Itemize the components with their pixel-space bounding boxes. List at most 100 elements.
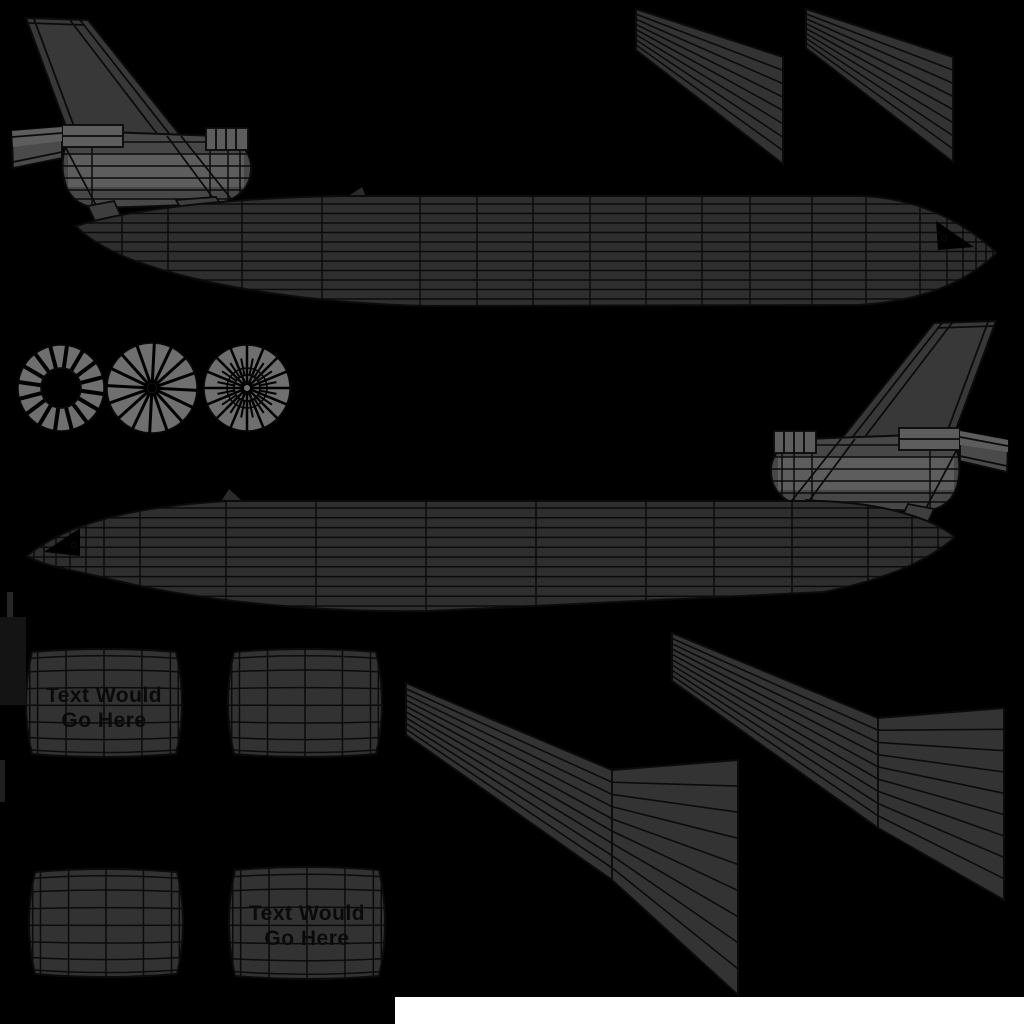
fan-blade-gap [131, 391, 152, 430]
fan-blade-gap [120, 353, 150, 386]
stab-rib-line [635, 13, 784, 72]
engine-fan-spinner-cone [203, 344, 291, 432]
panel-stringer-line [26, 748, 182, 754]
stab-skin [635, 7, 784, 167]
fan-blade-gap [248, 389, 279, 420]
fan-blade-gap [71, 402, 89, 424]
uv-sliver-2 [0, 617, 26, 705]
footer-white-strip [395, 997, 1024, 1024]
panel-stringer-line [29, 889, 183, 893]
fan-blade-gap [33, 352, 51, 374]
fan-blade-gap [37, 404, 53, 427]
panel-stringer-line [228, 655, 382, 660]
stub-seam-r2 [959, 455, 1008, 467]
panel-stringer-line [29, 956, 183, 961]
fan-blade-gap [221, 370, 238, 383]
stab-rib-line [805, 37, 954, 137]
fan-blade-gap [248, 358, 254, 377]
fan-blade-gap [69, 349, 85, 372]
fan-blade-gap [229, 347, 248, 386]
nacelle-decal-line-1: Text Would [249, 902, 365, 925]
fan-blade-gap [106, 384, 148, 390]
fan-blade-gap [217, 389, 236, 395]
nacelle-decal-line-1: Text Would [46, 684, 162, 707]
fan-blade-gap [252, 397, 265, 414]
fan-blade-gap [258, 389, 277, 395]
tail-assembly-left [11, 16, 253, 236]
panel-stringer-line [229, 888, 385, 892]
fan-blade-gap [206, 387, 245, 406]
panel-stringer-line [229, 957, 385, 962]
cockpit-window-cutout-right [936, 221, 974, 250]
wing-panel-left [405, 681, 739, 998]
fin-edge-over-nacelle-r3 [805, 438, 856, 506]
fan-blade-gap [48, 345, 58, 370]
fin-tip-seam-r [936, 325, 995, 329]
stab-rib-line [805, 22, 954, 98]
nacelle-exhaust-panel-left [205, 127, 249, 151]
fin-edge-over-nacelle-2 [180, 135, 233, 201]
fan-blade-gap [249, 370, 288, 389]
fan-blade-gap [53, 407, 61, 431]
fan-hub [147, 383, 157, 393]
panel-stringer-line [228, 686, 382, 690]
fan-blade-gap [248, 399, 254, 418]
cone-ring-inner [233, 374, 261, 402]
panel-stringer-line [26, 736, 182, 741]
fan-blade-gap [18, 380, 42, 388]
nacelle-panel-grid [29, 869, 183, 977]
fan-blade-gap [156, 386, 198, 392]
fan-blade-gap [252, 362, 265, 379]
stab-skin [805, 7, 954, 165]
panel-stringer-line [229, 970, 385, 975]
stab-rib-line [805, 32, 954, 124]
fan-blade-gap [229, 390, 248, 429]
fan-blade-gap [25, 398, 47, 416]
nacelle-band-left [68, 154, 244, 187]
fan-blade-gap [249, 387, 288, 406]
panel-stringer-line [29, 875, 183, 880]
engine-nacelle-panel-2 [227, 648, 383, 758]
panel-stringer-line [29, 968, 183, 974]
fin-edge-over-nacelle-3 [166, 135, 217, 203]
fan-blade-gap [79, 375, 104, 385]
uv-sliver-3 [0, 760, 5, 802]
nacelle-panel-grid [26, 649, 182, 757]
stab-rib-line [805, 18, 954, 84]
fan-blade-gap [154, 390, 184, 423]
panel-stringer-line [29, 940, 183, 944]
fin-tip-seam [27, 22, 86, 26]
stab-rib-line [805, 13, 954, 71]
fan-blade-gap [256, 393, 273, 406]
panel-stringer-line [26, 686, 182, 690]
fin-edge-over-nacelle-r2 [789, 438, 842, 504]
fan-blade-gap [152, 392, 169, 431]
fan-blade-gap [246, 390, 265, 429]
hstab-strip-2 [805, 7, 954, 165]
hstab-strip-1 [635, 7, 784, 167]
panel-stringer-line [228, 720, 382, 724]
panel-stringer-line [228, 736, 382, 741]
fan-blade-gap [248, 356, 279, 387]
fan-blade-gap [215, 356, 246, 387]
fuselage-grid-top [76, 196, 997, 306]
fan-blade-gap [240, 358, 246, 377]
stab-rib-line [635, 18, 784, 85]
stab-rib-line [635, 23, 784, 98]
nose-port-dot-left [70, 541, 78, 549]
stab-rib-line [635, 44, 784, 152]
stub-seam-r1 [959, 436, 1009, 447]
panel-stringer-line [29, 906, 183, 910]
wing-panel-right [671, 631, 1005, 902]
fan-blade-gap [109, 388, 148, 405]
stab-rib-line [805, 42, 954, 150]
fan-blade-gap [110, 367, 149, 388]
fan-blade-gap [229, 362, 242, 379]
panel-stringer-line [26, 669, 182, 673]
fan-blade-gap [256, 370, 273, 383]
